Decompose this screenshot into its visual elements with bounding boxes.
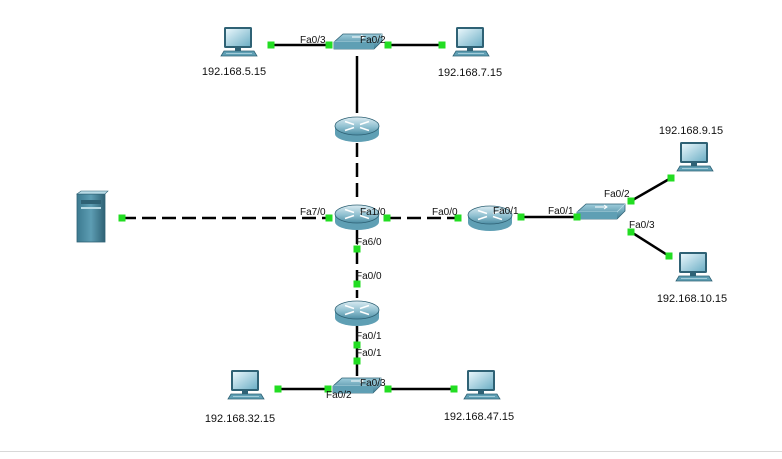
- port-light-l11-a: [353, 341, 361, 349]
- pc-top-left-icon[interactable]: [220, 27, 258, 57]
- port-light-l10-a: [353, 245, 361, 253]
- pc-bottom-right-icon[interactable]: [463, 370, 501, 400]
- ip-label-pc-right-top: 192.168.9.15: [659, 125, 723, 137]
- pc-top-right-icon[interactable]: [452, 27, 490, 57]
- port-light-l9-a: [627, 228, 635, 236]
- port-light-l6-a: [383, 214, 391, 222]
- port-label-l10-a: Fa6/0: [356, 237, 382, 248]
- port-light-l11-b: [353, 357, 361, 365]
- port-light-l7-a: [517, 213, 525, 221]
- switch-top-icon[interactable]: [333, 33, 383, 50]
- port-label-l1-b: Fa0/3: [300, 35, 326, 46]
- router-right-icon[interactable]: [467, 205, 513, 231]
- port-light-l8-a: [627, 197, 635, 205]
- switch-right-icon[interactable]: [576, 203, 626, 220]
- port-light-l2-b: [438, 41, 446, 49]
- ip-label-pc-top-right: 192.168.7.15: [438, 67, 502, 79]
- port-label-l6-b: Fa0/0: [432, 207, 458, 218]
- port-light-l8-b: [667, 174, 675, 182]
- port-light-l1-b: [325, 41, 333, 49]
- ip-label-pc-bottom-right: 192.168.47.15: [444, 411, 514, 423]
- pc-right-top-icon[interactable]: [676, 142, 714, 172]
- port-light-l10-b: [353, 280, 361, 288]
- ip-label-pc-bottom-left: 192.168.32.15: [205, 413, 275, 425]
- ip-label-pc-right-bottom: 192.168.10.15: [657, 293, 727, 305]
- router-bottom-icon[interactable]: [334, 300, 380, 326]
- port-light-l6-b: [454, 214, 462, 222]
- pc-right-bottom-icon[interactable]: [675, 252, 713, 282]
- port-light-l9-b: [665, 252, 673, 260]
- port-label-l8-a: Fa0/2: [604, 189, 630, 200]
- switch-bottom-icon[interactable]: [332, 377, 382, 394]
- link-switch-right-to-pc-right-bottom[interactable]: [630, 230, 670, 258]
- router-center-icon[interactable]: [334, 204, 380, 230]
- port-label-l11-a: Fa0/1: [356, 331, 382, 342]
- port-label-l13-a: Fa0/3: [360, 378, 386, 389]
- port-light-l5-b: [325, 214, 333, 222]
- port-light-l1-a: [267, 41, 275, 49]
- port-light-l12-b: [324, 385, 332, 393]
- port-light-l13-a: [384, 385, 392, 393]
- port-light-l12-a: [274, 385, 282, 393]
- canvas-bottom-border: [0, 451, 782, 452]
- link-switch-right-to-pc-right-top[interactable]: [630, 176, 672, 203]
- port-label-l2-a: Fa0/2: [360, 35, 386, 46]
- port-label-l11-b: Fa0/1: [356, 348, 382, 359]
- port-light-l2-a: [384, 41, 392, 49]
- pc-bottom-left-icon[interactable]: [227, 370, 265, 400]
- port-light-l5-a: [118, 214, 126, 222]
- port-label-l12-b: Fa0/2: [326, 390, 352, 401]
- ip-label-pc-top-left: 192.168.5.15: [202, 66, 266, 78]
- router-top-icon[interactable]: [334, 116, 380, 142]
- port-label-l5-b: Fa7/0: [300, 207, 326, 218]
- server-icon[interactable]: [76, 190, 109, 243]
- port-light-l7-b: [573, 213, 581, 221]
- port-label-l7-b: Fa0/1: [548, 206, 574, 217]
- port-label-l9-a: Fa0/3: [629, 220, 655, 231]
- port-light-l13-b: [450, 385, 458, 393]
- port-label-l10-b: Fa0/0: [356, 271, 382, 282]
- port-label-l7-a: Fa0/1: [493, 206, 519, 217]
- port-label-l6-a: Fa1/0: [360, 207, 386, 218]
